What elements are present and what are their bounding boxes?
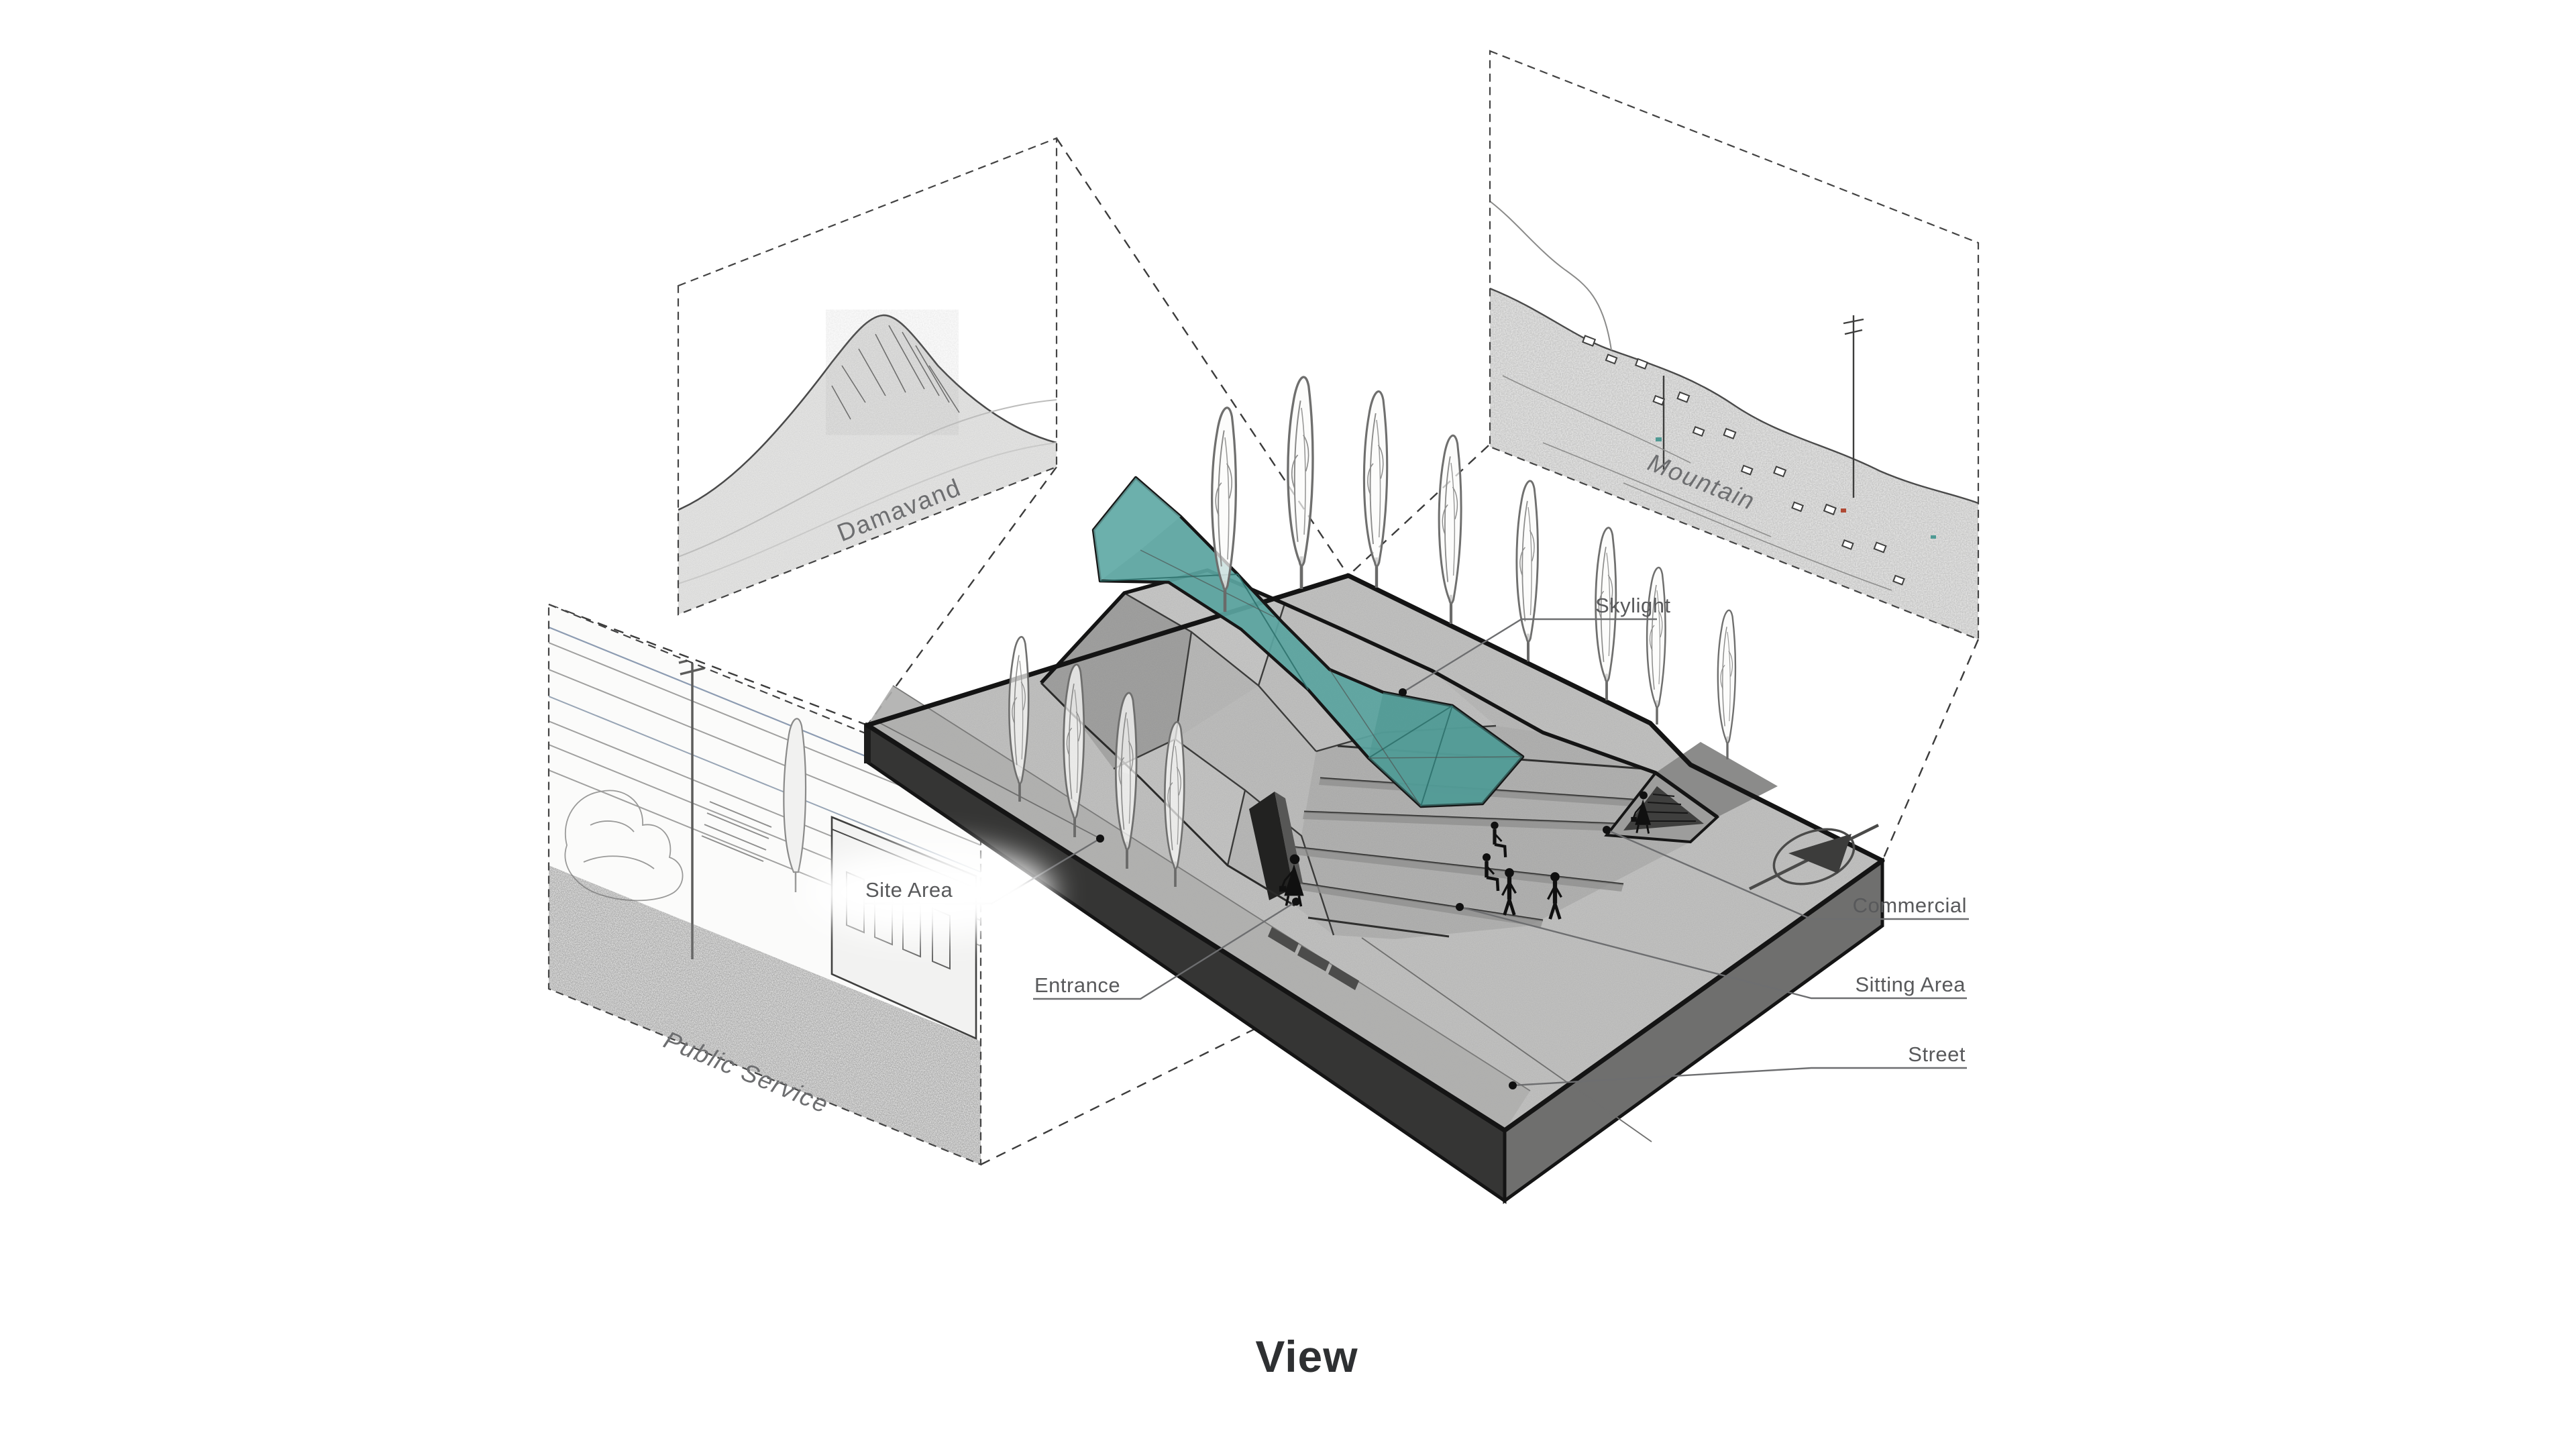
north-arrow-icon <box>1749 823 1879 891</box>
site-area-halo <box>805 847 1053 938</box>
panel-mountain <box>1489 50 1980 641</box>
label-sitting-area: Sitting Area <box>1855 973 1966 996</box>
panel-damavand <box>677 137 1058 616</box>
street-band <box>867 686 1530 1130</box>
label-street: Street <box>1908 1042 1966 1066</box>
label-site-area: Site Area <box>865 878 953 902</box>
label-entrance: Entrance <box>1034 973 1120 997</box>
label-skylight: Skylight <box>1595 594 1671 617</box>
skylight-ribbon <box>1091 476 1525 808</box>
site-model <box>864 377 1885 1204</box>
slab-outline <box>865 573 1885 1133</box>
label-commercial: Commercial <box>1853 894 1967 917</box>
page-title: View <box>1255 1332 1358 1381</box>
site-seam-lines <box>879 722 1652 1142</box>
entrance-opening <box>1249 792 1303 900</box>
leader-dots <box>1096 688 1611 1089</box>
